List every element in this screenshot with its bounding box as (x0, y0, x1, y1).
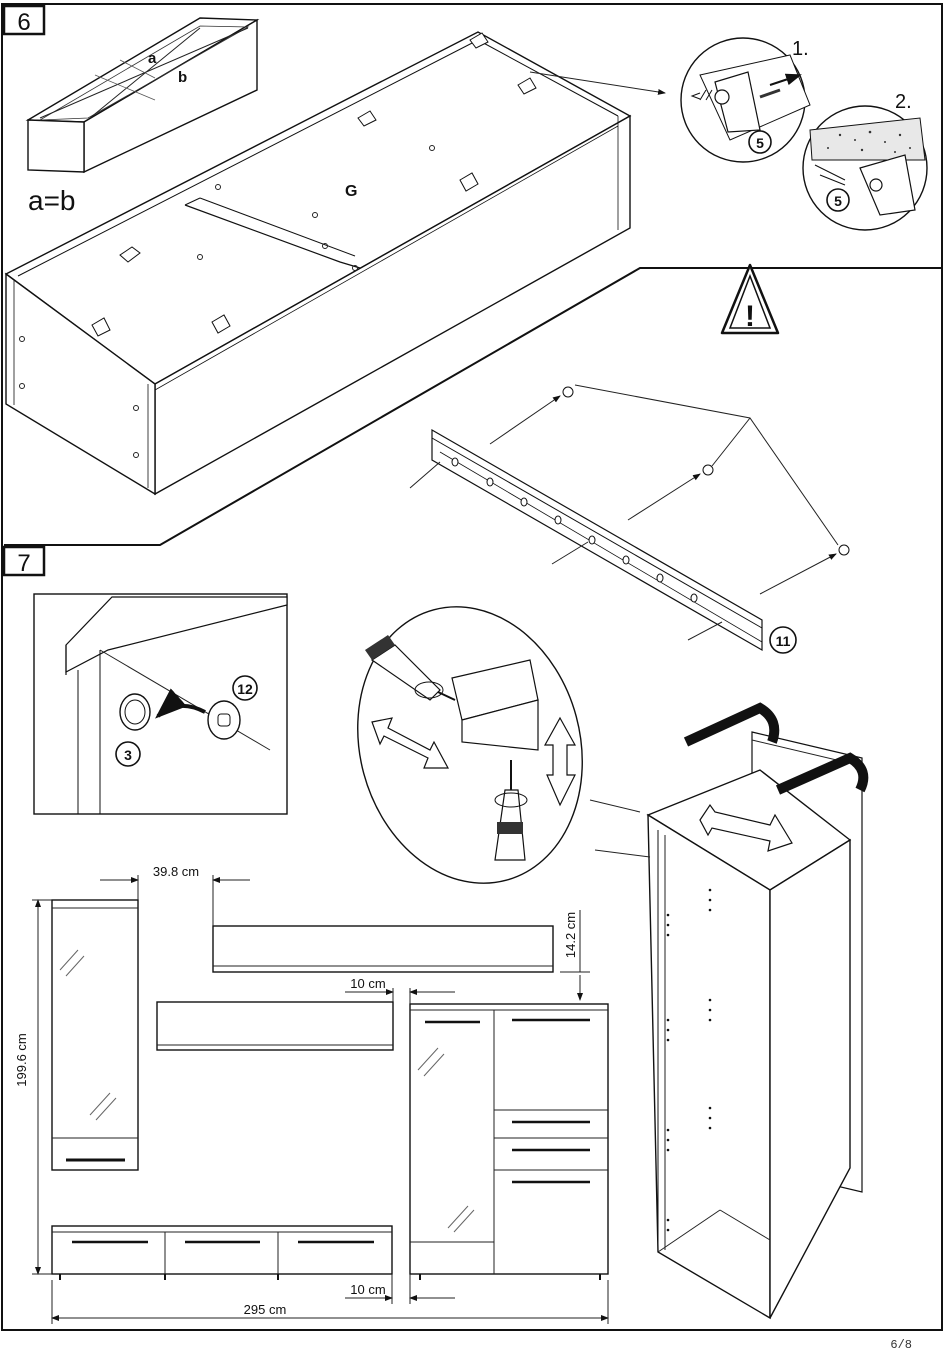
part-3-label: 3 (124, 747, 132, 763)
adjustment-detail (328, 581, 613, 908)
part-5-label-a: 5 (756, 135, 764, 151)
step-6-number: 6 (17, 9, 30, 36)
dimension-10-top: 10 cm (350, 976, 385, 991)
step-6-section: 6 a b a=b (4, 6, 942, 653)
dimension-10-bottom: 10 cm (350, 1282, 385, 1297)
dimension-199-6: 199.6 cm (14, 1033, 29, 1086)
callout-2: 2. (895, 91, 912, 113)
detail-circle-1: 5 (681, 38, 810, 162)
panel-letter-g: G (345, 183, 357, 200)
label-b: b (178, 69, 187, 86)
callout-1: 1. (792, 38, 809, 60)
a-equals-b-label: a=b (28, 185, 76, 216)
step-7-number: 7 (17, 550, 30, 577)
cam-lock-detail: 12 3 (34, 594, 287, 814)
dimension-39-8: 39.8 cm (153, 864, 199, 879)
page-number: 6/8 (890, 1338, 912, 1352)
tall-cabinet (590, 708, 863, 1318)
dimension-295: 295 cm (244, 1302, 287, 1317)
label-a: a (148, 50, 157, 67)
part-12-label: 12 (237, 681, 253, 697)
detail-circle-2: 5 (803, 106, 927, 230)
warning-triangle-icon: ! (722, 265, 778, 333)
dimension-14-2: 14.2 cm (563, 912, 578, 958)
furniture-overview: 39.8 cm 14.2 cm 10 cm 199.6 cm 10 cm (14, 864, 608, 1324)
step-7-section: 7 12 3 (4, 547, 863, 1324)
svg-text:!: ! (745, 300, 755, 333)
part-5-label-b: 5 (834, 193, 842, 209)
part-11-label: 11 (776, 633, 791, 649)
